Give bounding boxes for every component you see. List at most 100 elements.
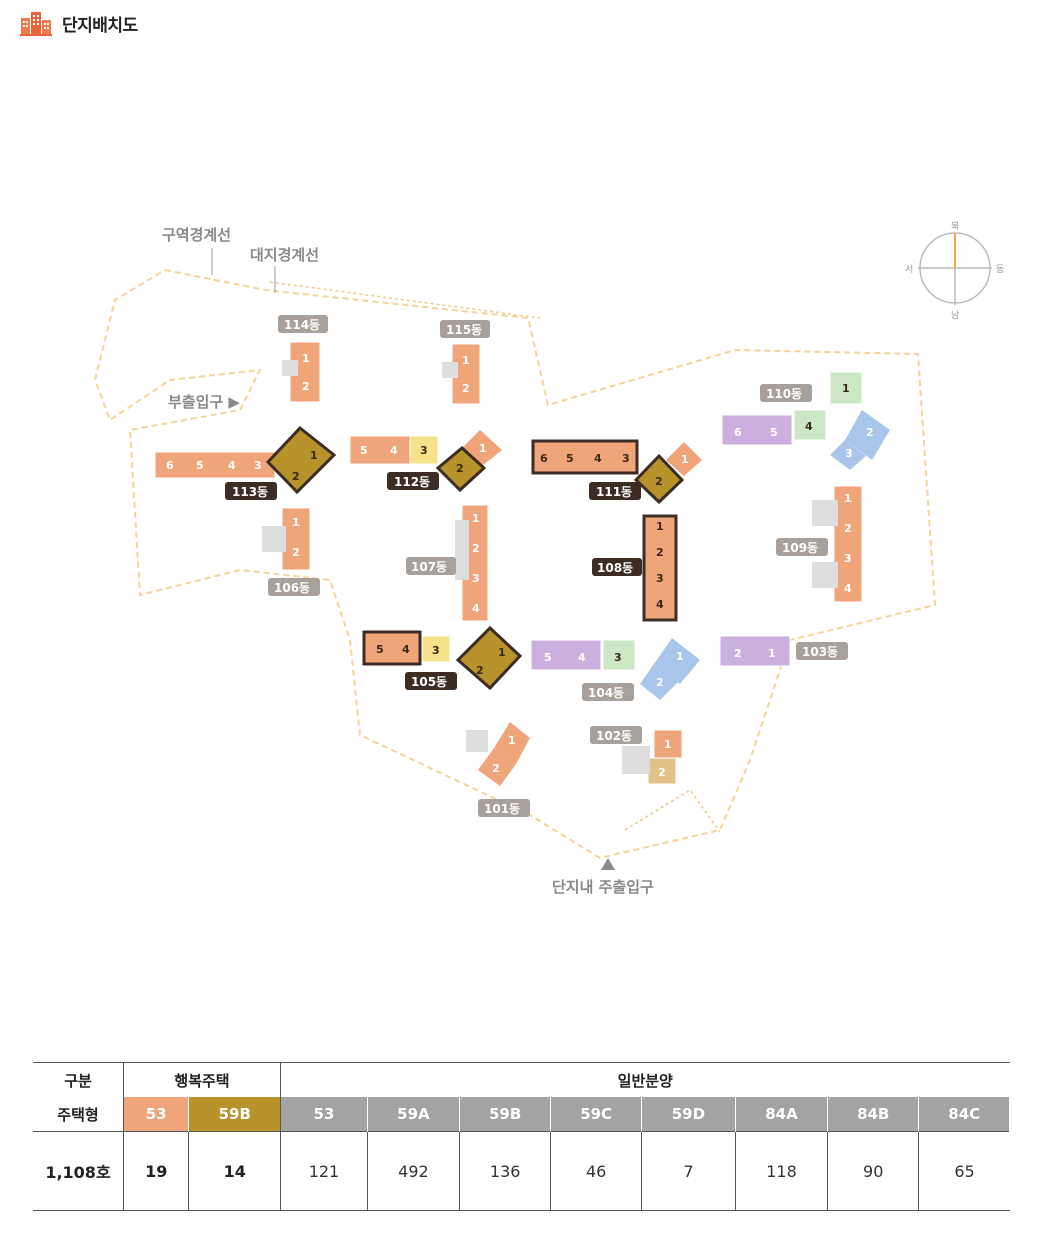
general-type-59d: 59D (641, 1097, 737, 1132)
general-sale-header: 일반분양 (280, 1062, 1010, 1097)
svg-text:1: 1 (681, 453, 689, 466)
general-type-84b: 84B (827, 1097, 920, 1132)
unit-type-table: 구분 행복주택 일반분양 주택형 53 59B 53 59A 59B 59C 5… (33, 1062, 1010, 1211)
svg-text:103동: 103동 (802, 645, 838, 659)
svg-text:2: 2 (656, 546, 664, 559)
svg-text:2: 2 (658, 766, 666, 779)
svg-text:3: 3 (614, 651, 622, 664)
svg-text:109동: 109동 (782, 541, 818, 555)
svg-text:1: 1 (768, 647, 776, 660)
svg-text:3: 3 (472, 572, 480, 585)
happy-housing-header: 행복주택 (123, 1062, 281, 1097)
svg-text:3: 3 (845, 447, 853, 460)
svg-text:6: 6 (734, 426, 742, 439)
building-106[interactable]: 12 106동 (262, 507, 320, 596)
building-108[interactable]: 1 2 3 4 108동 (592, 514, 678, 622)
svg-text:1: 1 (292, 516, 300, 529)
building-101[interactable]: 1 2 101동 (466, 722, 530, 817)
svg-text:112동: 112동 (394, 475, 430, 489)
svg-text:1: 1 (498, 646, 506, 659)
svg-text:2: 2 (472, 542, 480, 555)
svg-text:106동: 106동 (274, 581, 310, 595)
building-103[interactable]: 2 1 103동 (719, 635, 848, 667)
main-entrance-arrow-icon (601, 858, 615, 870)
svg-text:1: 1 (310, 449, 318, 462)
svg-text:115동: 115동 (446, 323, 482, 337)
svg-text:108동: 108동 (597, 561, 633, 575)
building-113[interactable]: 6 5 4 3 12 113동 (154, 425, 337, 500)
general-count-53: 121 (280, 1131, 368, 1211)
svg-text:2: 2 (734, 647, 742, 660)
svg-text:4: 4 (656, 598, 664, 611)
building-109[interactable]: 12 34 109동 (776, 485, 863, 603)
apartment-buildings-icon (20, 12, 52, 36)
type-label: 주택형 (33, 1097, 124, 1132)
svg-text:4: 4 (594, 452, 602, 465)
svg-text:114동: 114동 (284, 318, 320, 332)
compass-north: 북 (951, 221, 959, 232)
happy-type-59b: 59B (188, 1097, 281, 1132)
svg-text:104동: 104동 (588, 686, 624, 700)
building-115[interactable]: 12 115동 (440, 320, 490, 405)
compass-west: 서 (905, 264, 913, 275)
general-count-84c: 65 (918, 1131, 1010, 1211)
svg-text:4: 4 (402, 643, 410, 656)
happy-count-59b: 14 (188, 1131, 281, 1211)
svg-text:4: 4 (390, 444, 398, 457)
total-units: 1,108호 (33, 1131, 124, 1211)
svg-text:2: 2 (866, 426, 874, 439)
site-plan-map: 구역경계선 대지경계선 부출입구 ▶ 단지내 주출입구 북 남 서 동 12 1… (93, 221, 1004, 896)
site-boundary-label: 대지경계선 (250, 246, 319, 264)
svg-text:3: 3 (656, 572, 664, 585)
page-title: 단지배치도 (62, 15, 138, 36)
general-count-59d: 7 (641, 1131, 737, 1211)
svg-text:2: 2 (655, 475, 663, 488)
general-type-59c: 59C (550, 1097, 642, 1132)
svg-text:2: 2 (492, 762, 500, 775)
svg-text:3: 3 (844, 552, 852, 565)
general-count-59b: 136 (459, 1131, 552, 1211)
svg-text:6: 6 (166, 459, 174, 472)
svg-text:4: 4 (578, 651, 586, 664)
svg-text:1: 1 (676, 650, 684, 663)
svg-text:4: 4 (228, 459, 236, 472)
general-count-84b: 90 (827, 1131, 920, 1211)
zone-boundary-line (93, 268, 937, 860)
svg-text:3: 3 (254, 459, 262, 472)
compass-icon: 북 남 서 동 (905, 221, 1004, 321)
svg-text:113동: 113동 (232, 485, 268, 499)
svg-text:1: 1 (508, 734, 516, 747)
site-boundary-line (269, 281, 721, 833)
svg-text:2: 2 (302, 380, 310, 393)
svg-text:1: 1 (302, 352, 310, 365)
svg-text:1: 1 (842, 382, 850, 395)
svg-text:102동: 102동 (596, 729, 632, 743)
general-type-59b: 59B (459, 1097, 552, 1132)
happy-count-53: 19 (123, 1131, 190, 1211)
svg-text:1: 1 (656, 520, 664, 533)
svg-text:5: 5 (196, 459, 204, 472)
compass-east: 동 (996, 264, 1004, 275)
svg-text:2: 2 (656, 676, 664, 689)
svg-text:1: 1 (664, 738, 672, 751)
side-entrance-label: 부출입구 ▶ (168, 393, 240, 411)
svg-text:4: 4 (844, 582, 852, 595)
svg-text:2: 2 (462, 382, 470, 395)
building-102[interactable]: 1 2 102동 (590, 726, 683, 785)
svg-text:1: 1 (479, 442, 487, 455)
svg-text:2: 2 (844, 522, 852, 535)
building-107[interactable]: 12 34 107동 (406, 504, 489, 622)
svg-text:5: 5 (376, 643, 384, 656)
building-114[interactable]: 1 2 114동 (278, 315, 328, 403)
svg-text:2: 2 (476, 664, 484, 677)
general-type-84a: 84A (735, 1097, 828, 1132)
general-type-53: 53 (280, 1097, 368, 1132)
svg-text:2: 2 (292, 470, 300, 483)
svg-text:110동: 110동 (766, 387, 802, 401)
general-type-59a: 59A (367, 1097, 460, 1132)
